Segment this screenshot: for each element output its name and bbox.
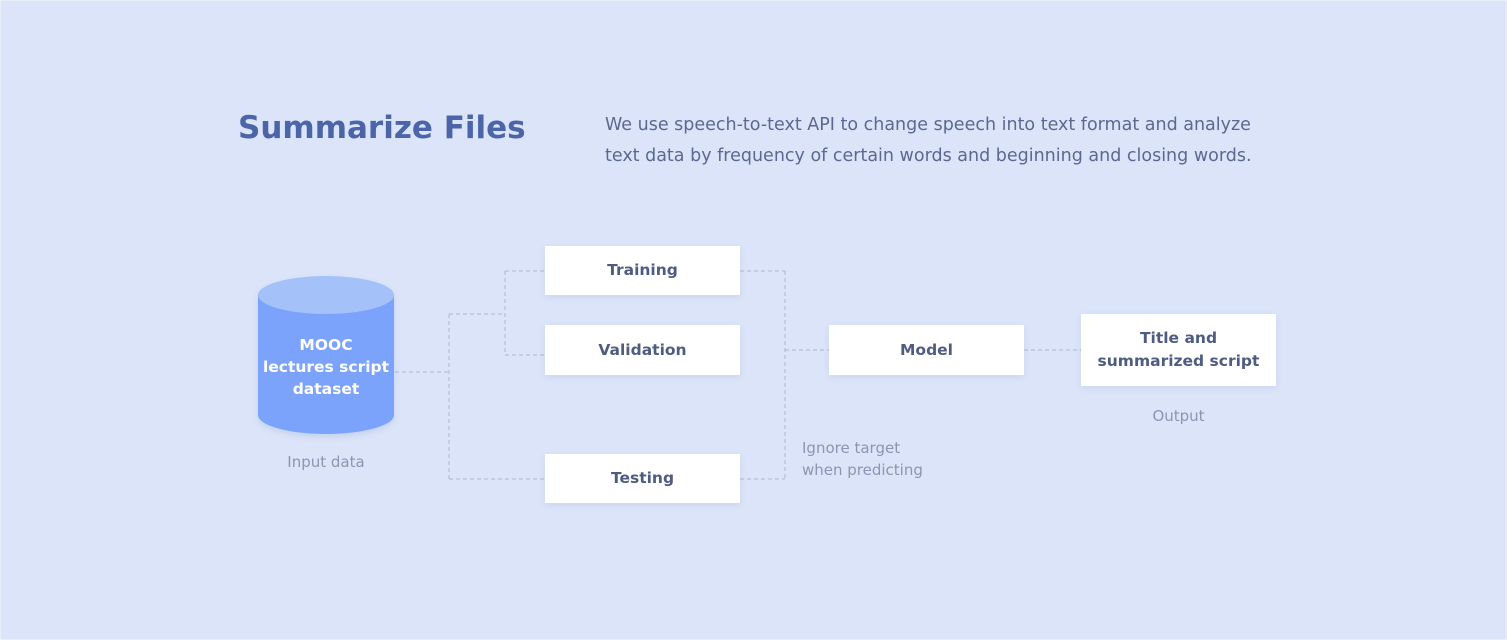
training-label: Training (607, 261, 678, 279)
testing-label: Testing (610, 469, 675, 487)
page-description: We use speech-to-text API to change spee… (605, 110, 1325, 172)
dataset-label: MOOC lectures script dataset (258, 334, 394, 400)
testing-note-line-2: when predicting (802, 461, 923, 479)
output-box: Title and summarized script (1081, 314, 1276, 386)
model-label: Model (900, 340, 953, 359)
testing-note-line-1: Ignore target (802, 439, 901, 457)
model-box: Model (829, 325, 1024, 375)
dataset-cylinder-icon (258, 276, 394, 434)
testing-box: Testing (545, 454, 740, 503)
input-data-caption: Input data (287, 453, 365, 471)
testing-note: Ignore target when predicting (802, 437, 923, 481)
output-caption: Output (1152, 407, 1205, 425)
description-line-1: We use speech-to-text API to change spee… (605, 115, 1251, 135)
output-label-line-1: Title and (1139, 329, 1218, 347)
description-line-2: text data by frequency of certain words … (605, 146, 1252, 166)
validation-box: Validation (545, 325, 740, 375)
dataset-label-line-2: lectures script (262, 358, 390, 376)
dataset-label-line-3: dataset (292, 380, 360, 398)
validation-label: Validation (598, 340, 687, 359)
output-label-line-2: summarized script (1097, 352, 1260, 370)
training-box: Training (545, 246, 740, 295)
dataset-label-line-1: MOOC (299, 336, 353, 354)
page-title: Summarize Files (238, 110, 526, 146)
